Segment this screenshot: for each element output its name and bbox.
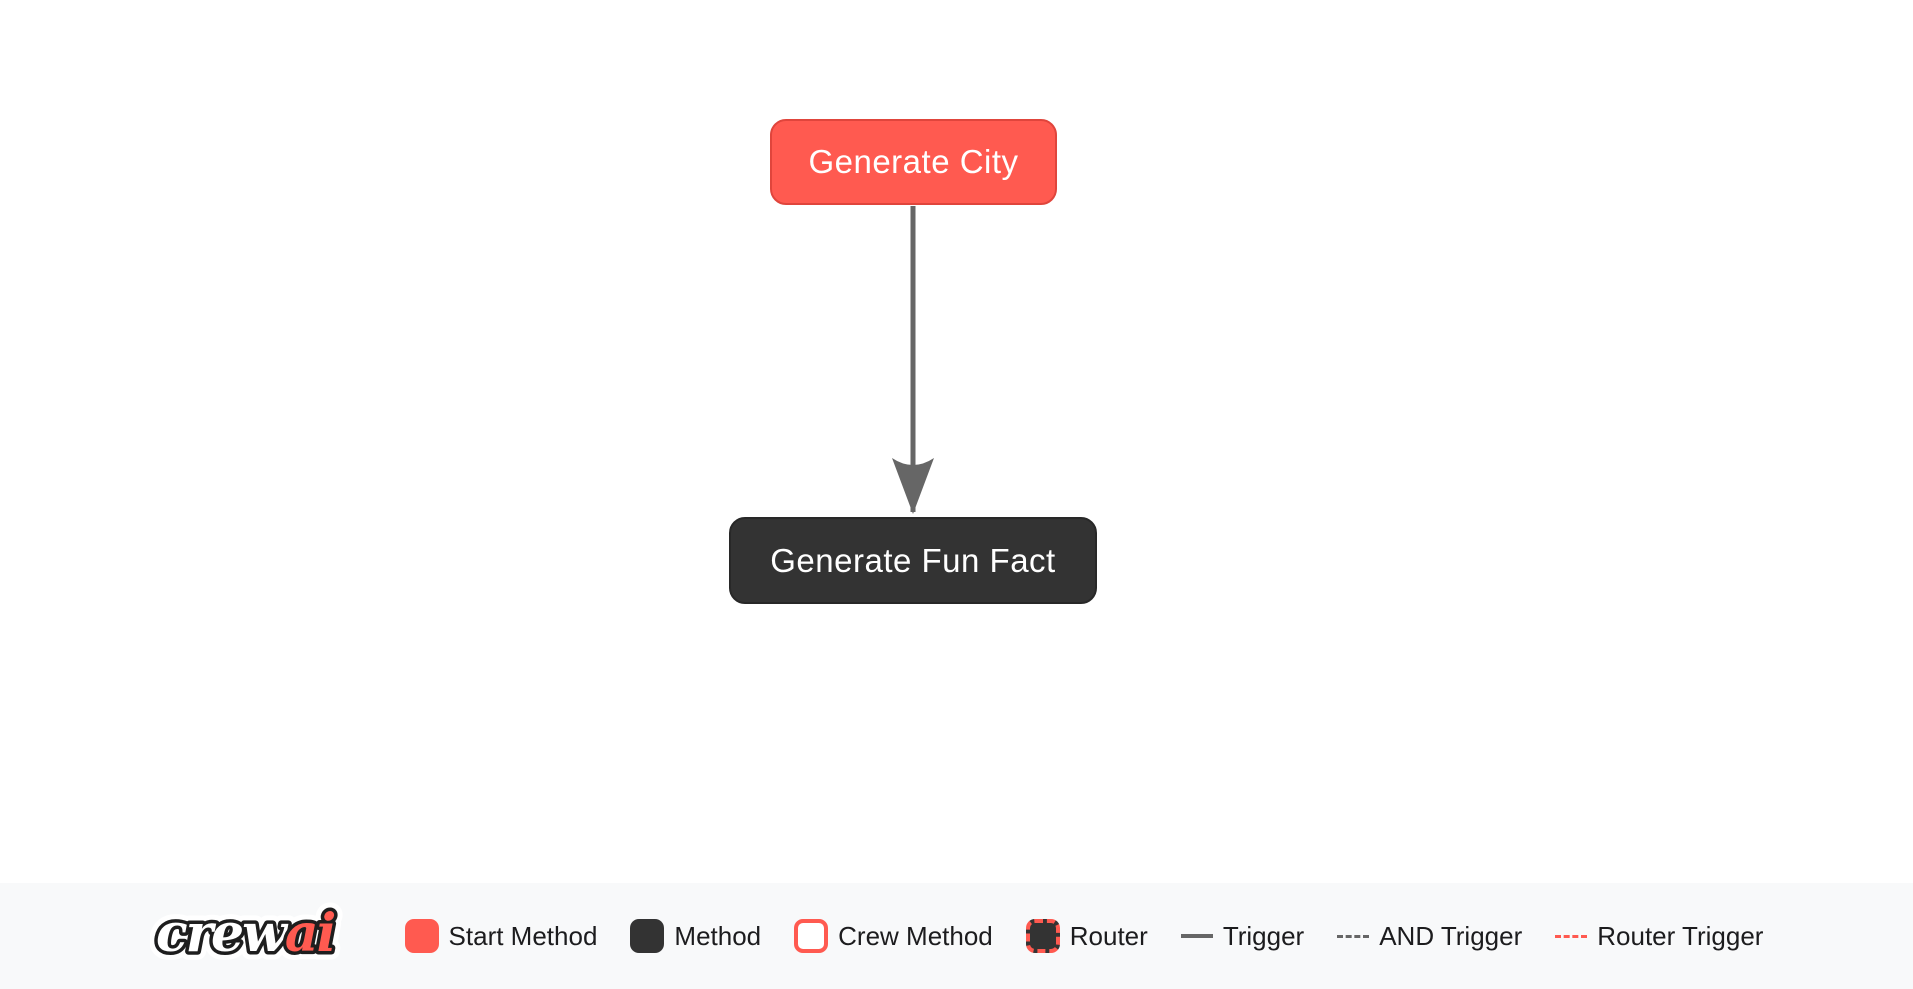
- svg-text:crewai: crewai: [156, 903, 335, 964]
- legend-item-trigger: Trigger: [1180, 920, 1305, 952]
- start-method-swatch-icon: [404, 919, 439, 953]
- crewai-logo: crewai crewai: [147, 894, 368, 977]
- legend-label: Method: [674, 920, 762, 951]
- edge-layer: [892, 206, 934, 514]
- node-label: Generate Fun Fact: [770, 541, 1056, 579]
- node-label: Generate City: [808, 143, 1019, 180]
- trigger-edge: [892, 206, 934, 514]
- legend-label: Start Method: [448, 920, 598, 951]
- flow-canvas[interactable]: Generate City Generate Fun Fact: [0, 0, 1913, 883]
- legend-label: Router Trigger: [1597, 920, 1764, 951]
- svg-text:crewai: crewai: [156, 903, 335, 964]
- legend-item-router-trigger: Router Trigger: [1555, 921, 1763, 952]
- legend-bar: crewai crewai Start Method Method Crew M…: [0, 883, 1913, 989]
- legend-label: Trigger: [1222, 920, 1305, 951]
- router-trigger-line-icon: [1555, 934, 1588, 938]
- legend-item-and-trigger: AND Trigger: [1337, 921, 1522, 952]
- crew-method-swatch-icon: [794, 919, 829, 953]
- legend-label: Router: [1069, 920, 1148, 951]
- legend-item-crew-method: Crew Method: [794, 919, 993, 953]
- arrowhead-icon: [892, 458, 934, 514]
- router-swatch-icon: [1025, 919, 1060, 953]
- legend-label: Crew Method: [838, 920, 993, 951]
- legend-item-start-method: Start Method: [404, 919, 598, 953]
- node-generate-fun-fact[interactable]: Generate Fun Fact: [729, 517, 1097, 604]
- legend-item-method: Method: [630, 919, 761, 953]
- and-trigger-line-icon: [1337, 934, 1370, 938]
- method-swatch-icon: [630, 919, 665, 953]
- trigger-line-icon: [1180, 934, 1213, 938]
- node-generate-city[interactable]: Generate City: [770, 119, 1057, 205]
- legend-item-router: Router: [1025, 919, 1148, 953]
- legend-label: AND Trigger: [1379, 920, 1523, 951]
